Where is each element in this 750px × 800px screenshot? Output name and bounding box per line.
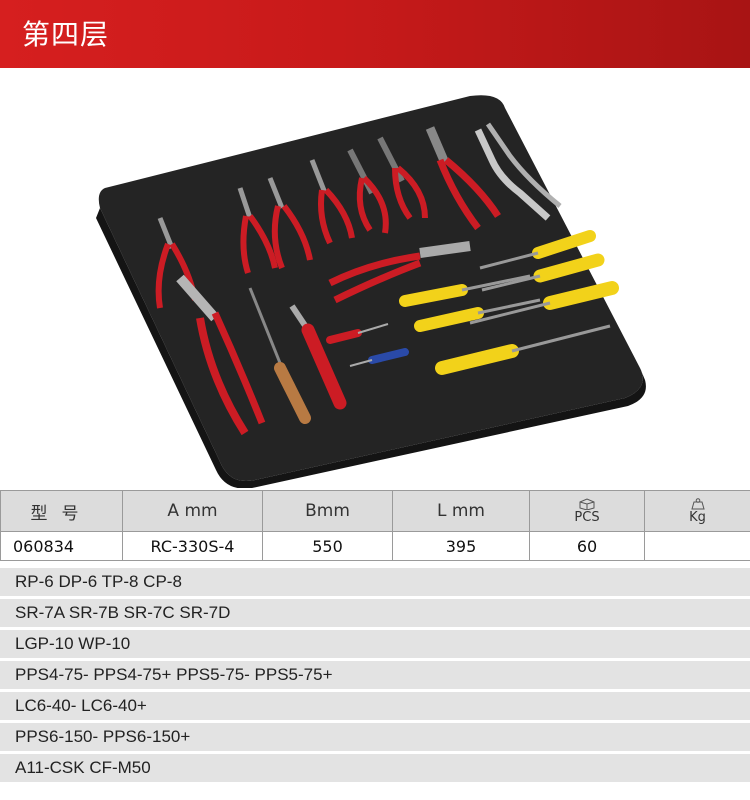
cell-a-mm: RC-330S-4 bbox=[122, 531, 263, 561]
list-item: LC6-40- LC6-40+ bbox=[0, 692, 750, 720]
test-screwdriver-blue bbox=[349, 348, 409, 367]
screwdriver-6 bbox=[435, 324, 611, 375]
list-item: LGP-10 WP-10 bbox=[0, 630, 750, 658]
test-screwdriver-red bbox=[326, 323, 389, 344]
cell-model: 060834 bbox=[0, 531, 123, 561]
list-item: PPS4-75- PPS4-75+ PPS5-75- PPS5-75+ bbox=[0, 661, 750, 689]
water-pump-pliers bbox=[176, 274, 266, 436]
cell-b-mm: 550 bbox=[262, 531, 393, 561]
wood-handle-tool bbox=[248, 287, 311, 424]
header-pcs-label: PCS bbox=[574, 510, 600, 525]
list-item: RP-6 DP-6 TP-8 CP-8 bbox=[0, 568, 750, 596]
slip-joint-pliers bbox=[328, 241, 471, 304]
circlip-pliers-4 bbox=[309, 159, 355, 245]
locking-pliers bbox=[474, 122, 562, 221]
spec-data-row: 060834 RC-330S-4 550 395 60 bbox=[0, 531, 750, 561]
part-list: RP-6 DP-6 TP-8 CP-8 SR-7A SR-7B SR-7C SR… bbox=[0, 568, 750, 785]
screwdriver-5 bbox=[469, 281, 619, 325]
circlip-pliers-2 bbox=[237, 187, 278, 274]
screwdriver-1 bbox=[399, 274, 531, 307]
red-handle-tool bbox=[289, 304, 347, 410]
foam-tray bbox=[98, 95, 643, 482]
circlip-pliers-3 bbox=[267, 177, 313, 270]
combination-pliers bbox=[425, 126, 501, 231]
long-pliers-1 bbox=[347, 148, 389, 234]
spec-header-row: 型号 A mm Bmm L mm PCS Kg bbox=[0, 490, 750, 532]
weight-icon bbox=[690, 498, 705, 510]
cell-l-mm: 395 bbox=[392, 531, 530, 561]
header-model: 型号 bbox=[0, 490, 123, 532]
box-icon bbox=[579, 498, 595, 510]
screwdriver-2 bbox=[414, 298, 541, 332]
header-b-mm: Bmm bbox=[262, 490, 393, 532]
screwdriver-4 bbox=[481, 253, 605, 292]
spec-table: 型号 A mm Bmm L mm PCS Kg 060834 bbox=[0, 490, 750, 561]
list-item: PPS6-150- PPS6-150+ bbox=[0, 723, 750, 751]
header-pcs: PCS bbox=[529, 490, 645, 532]
header-kg-label: Kg bbox=[689, 510, 706, 525]
long-pliers-2 bbox=[377, 136, 428, 220]
tool-tray-illustration bbox=[96, 95, 646, 488]
list-item: A11-CSK CF-M50 bbox=[0, 754, 750, 782]
cell-kg bbox=[644, 531, 750, 561]
screwdriver-3 bbox=[479, 230, 596, 270]
header-a-mm: A mm bbox=[122, 490, 263, 532]
tool-tray-photo bbox=[0, 68, 750, 488]
list-item: SR-7A SR-7B SR-7C SR-7D bbox=[0, 599, 750, 627]
section-header: 第四层 bbox=[0, 0, 750, 68]
cell-pcs: 60 bbox=[529, 531, 645, 561]
header-l-mm: L mm bbox=[392, 490, 530, 532]
header-kg: Kg bbox=[644, 490, 750, 532]
section-title: 第四层 bbox=[22, 18, 110, 51]
